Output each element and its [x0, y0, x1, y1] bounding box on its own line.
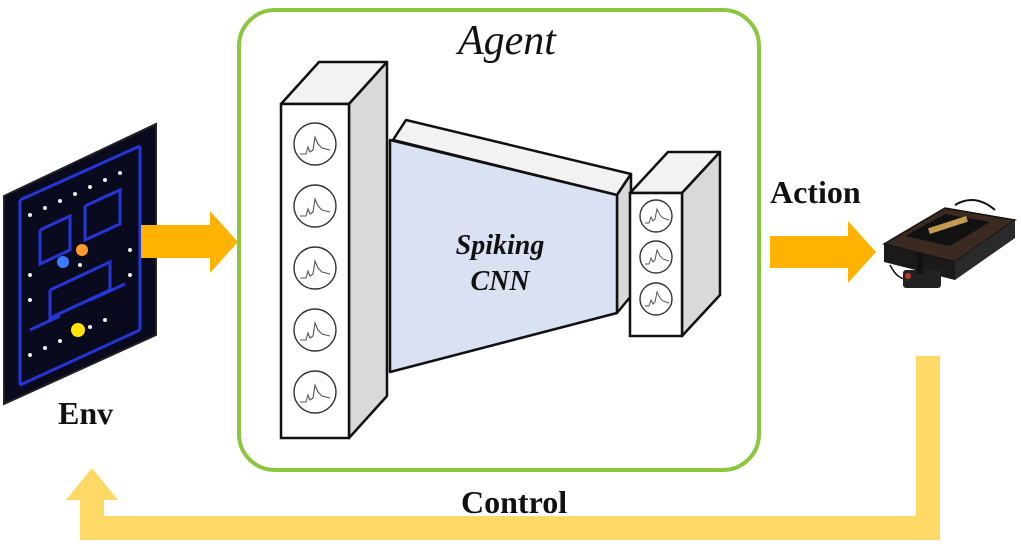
control-label: Control — [461, 484, 568, 520]
action-arrow — [770, 221, 876, 283]
spiking-cnn-line1: Spiking — [455, 230, 545, 261]
control-feedback-arrow — [80, 356, 940, 540]
spiking-cnn-line2: CNN — [470, 265, 530, 297]
neuron — [293, 370, 337, 414]
env-label: Env — [58, 395, 114, 431]
agent-box — [237, 8, 761, 472]
agent-title: Agent — [458, 18, 556, 64]
input-arrow — [141, 211, 238, 273]
neuron — [293, 308, 337, 352]
spike-traces — [300, 135, 331, 403]
control-arrowhead — [66, 468, 118, 500]
action-label: Action — [770, 174, 861, 210]
neuron — [293, 184, 337, 228]
output-spike-traces — [645, 207, 670, 307]
pacman-game-screen-icon — [3, 122, 157, 406]
spiking-cnn-label: Spiking CNN — [430, 228, 570, 300]
game-console-joystick-icon — [882, 199, 1017, 288]
neuron — [293, 122, 337, 166]
spiking-cnn-block — [388, 118, 633, 374]
neuron — [293, 246, 337, 290]
